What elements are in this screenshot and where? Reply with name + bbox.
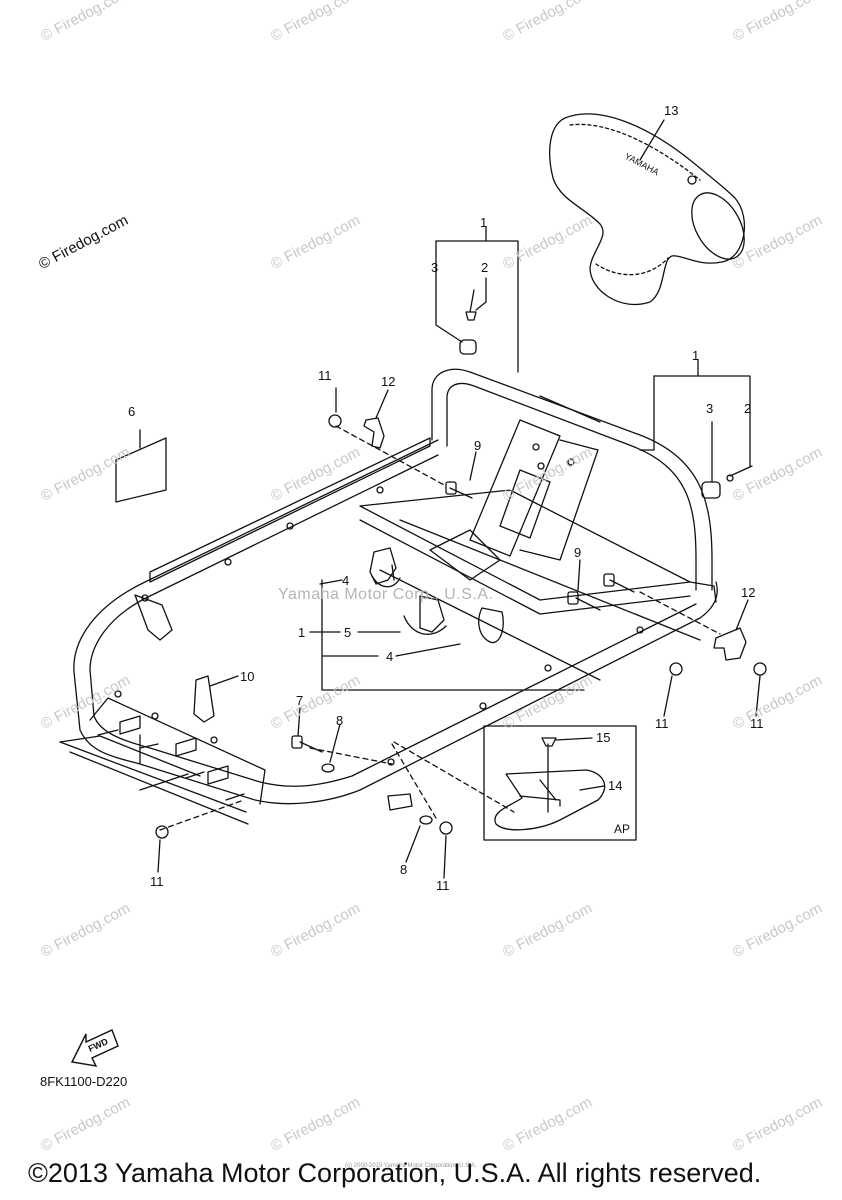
callout-11-bottom: 11 [436,878,450,893]
callout-12-left: 12 [381,374,395,389]
guard-14 [494,737,606,831]
callout-14: 14 [608,778,622,793]
mount-bushing-right [639,375,753,499]
callout-11-front: 11 [150,874,164,889]
callout-2-top: 2 [481,260,488,275]
handlebar-pad: YAMAHA [549,113,746,306]
callout-1-top: 1 [480,215,487,230]
label-sheet [115,437,167,503]
callout-3-top: 3 [431,260,438,275]
nut-11-right [753,662,767,676]
tiny-notice: (c) 2000-2015 Yamaha Motor Corporation, … [345,1163,477,1169]
bolt-9-upper [445,481,473,499]
callout-11-mid: 11 [655,716,669,731]
nut-11-top [328,414,342,428]
fwd-arrow: FWD [70,1029,119,1067]
washer-8-upper [321,763,335,773]
bolt-7 [291,735,323,753]
diagram-code: 8FK1100-D220 [40,1074,128,1089]
bolt-9-lower [567,573,635,611]
frame [59,368,721,831]
pad-brand-text: YAMAHA [623,151,661,177]
manufacturer-watermark: Yamaha Motor Corp., U.S.A. [278,586,494,603]
callout-1-right: 1 [692,348,699,363]
callout-3-right: 3 [706,401,713,416]
callout-13: 13 [664,103,678,118]
callout-4-lower: 4 [386,649,393,664]
callout-1-center: 1 [298,625,305,640]
callout-9-upper: 9 [474,438,481,453]
inset-label: AP [614,822,631,836]
mount-bushing-top [435,240,519,373]
callout-11-top: 11 [318,368,332,383]
callout-4-upper: 4 [342,573,349,588]
inset-box [483,725,637,841]
callout-8-upper: 8 [336,713,343,728]
copyright-notice: ©2013 Yamaha Motor Corporation, U.S.A. A… [28,1158,762,1188]
bracket-left [363,417,385,449]
nut-11-bottom [439,821,453,835]
callout-6: 6 [128,404,135,419]
callout-11-right: 11 [750,716,764,731]
callout-9-lower: 9 [574,545,581,560]
callout-12-right: 12 [741,585,755,600]
clip-10 [193,675,215,723]
callout-10: 10 [240,669,254,684]
callout-7: 7 [296,693,303,708]
bracket-right [713,627,747,661]
nut-11-front [155,825,169,839]
callout-8-lower: 8 [400,862,407,877]
washer-8-lower [419,815,433,825]
callout-15: 15 [596,730,610,745]
callout-2-right: 2 [744,401,751,416]
nut-11-mid [669,662,683,676]
callout-5: 5 [344,625,351,640]
